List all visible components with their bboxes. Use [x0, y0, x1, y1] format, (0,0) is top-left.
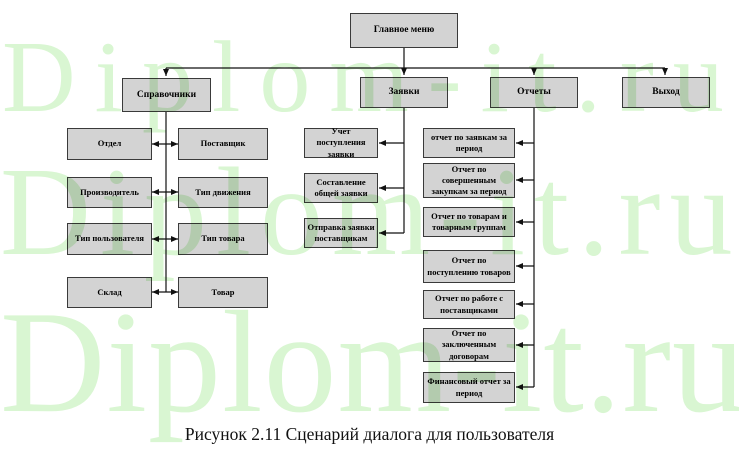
- node-label: Отчет по поступлению товаров: [427, 255, 511, 277]
- node-label: Отдел: [97, 138, 122, 149]
- node-label: Отчет по работе с поставщиками: [434, 293, 504, 315]
- node-finansovyy-otchet: Финансовый отчет за период: [423, 372, 515, 403]
- node-otchet-po-dogovoram: Отчет по заключенным договорам: [423, 328, 515, 362]
- node-label: Отчеты: [517, 87, 551, 98]
- node-label: Справочники: [136, 89, 197, 100]
- node-label: Тип пользователя: [74, 233, 145, 244]
- node-proizvoditel: Производитель: [67, 177, 152, 208]
- node-tip-tovara: Тип товара: [178, 223, 268, 255]
- node-otchet-po-tovaram: Отчет по товарам и товарным группам: [423, 207, 515, 237]
- node-sklad: Склад: [67, 277, 152, 308]
- node-label: Отчет по товарам и товарным группам: [431, 210, 507, 232]
- node-label: Отчет по заключенным договорам: [441, 328, 497, 361]
- node-tip-dvizheniya: Тип движения: [178, 177, 268, 208]
- node-label: Отправка заявки поставщикам: [307, 221, 375, 243]
- node-otchety: Отчеты: [490, 77, 578, 108]
- node-otchet-po-zakupkam: Отчет по совершенным закупкам за период: [423, 163, 515, 198]
- node-main-menu: Главное меню: [350, 13, 458, 48]
- node-label: Товар: [211, 286, 235, 297]
- node-label: Составление общей заявки: [314, 176, 368, 198]
- node-sostavlenie-obshchey-zayavki: Составление общей заявки: [304, 173, 378, 203]
- node-tip-polzovatelya: Тип пользователя: [67, 223, 152, 255]
- node-label: Заявки: [388, 87, 420, 98]
- node-label: Производитель: [80, 186, 139, 197]
- node-label: отчет по заявкам за период: [431, 131, 507, 153]
- node-label: Финансовый отчет за период: [427, 376, 511, 398]
- node-otchet-po-rabote-s-postavshchikami: Отчет по работе с поставщиками: [423, 290, 515, 319]
- figure-caption: Рисунок 2.11 Сценарий диалога для пользо…: [184, 424, 555, 444]
- node-label: Учет поступления заявки: [316, 126, 366, 159]
- node-label: Тип движения: [195, 186, 251, 197]
- node-label: Тип товара: [201, 233, 245, 244]
- node-label: Поставщик: [200, 138, 246, 149]
- node-otchet-po-postupleniyu: Отчет по поступлению товаров: [423, 250, 515, 283]
- node-label: Главное меню: [373, 25, 435, 36]
- node-spravochniki: Справочники: [122, 78, 211, 112]
- node-otdel: Отдел: [67, 128, 152, 160]
- node-uchet-postupleniya-zayavki: Учет поступления заявки: [304, 126, 378, 159]
- node-postavshchik: Поставщик: [178, 128, 268, 160]
- node-zayavki: Заявки: [360, 77, 448, 108]
- node-tovar: Товар: [178, 277, 268, 308]
- node-otchet-po-zayavkam: отчет по заявкам за период: [423, 128, 515, 158]
- node-otpravka-zayavki-postavshchikam: Отправка заявки поставщикам: [304, 218, 378, 248]
- node-label: Отчет по совершенным закупкам за период: [431, 163, 507, 197]
- node-label: Склад: [97, 286, 122, 297]
- node-vyhod: Выход: [622, 77, 710, 108]
- node-label: Выход: [652, 87, 680, 98]
